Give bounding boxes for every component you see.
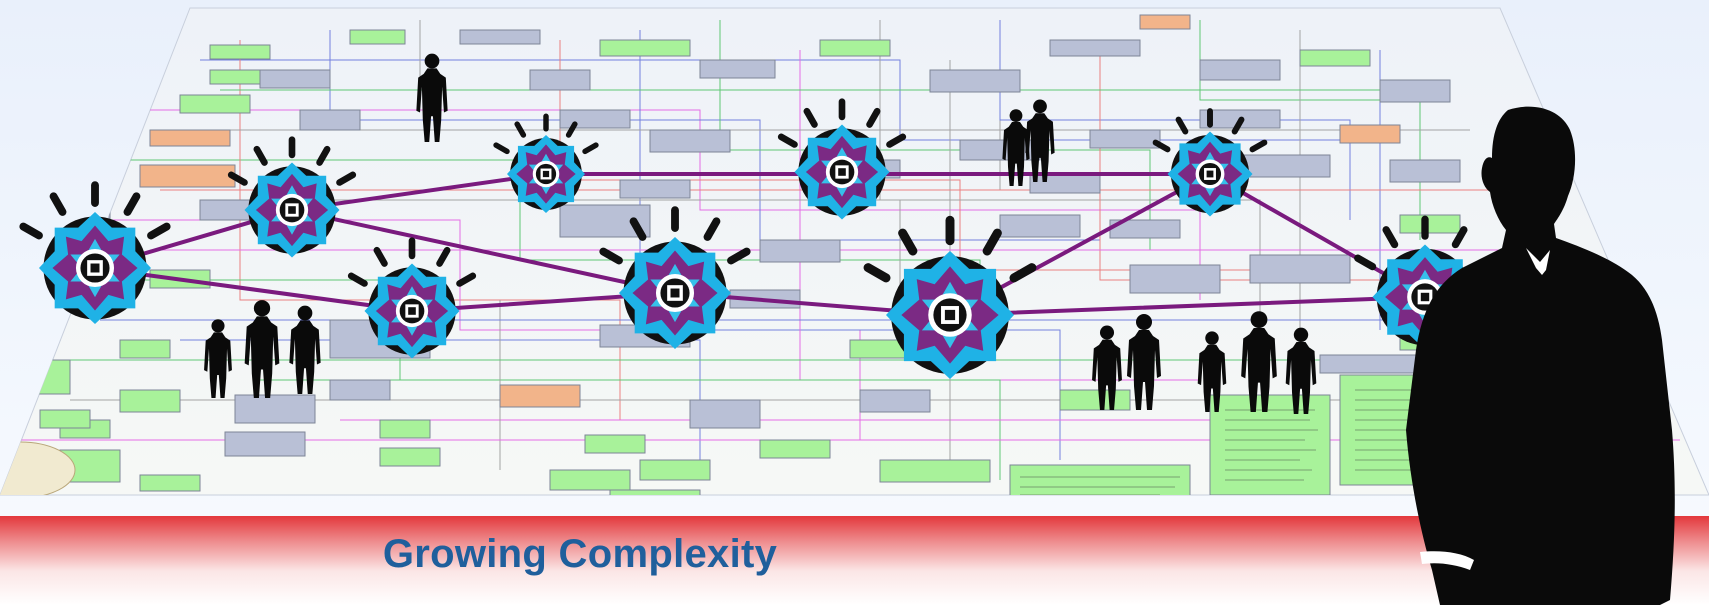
slide-title: Growing Complexity: [382, 532, 778, 576]
businessman-silhouette-icon: [1406, 106, 1675, 605]
